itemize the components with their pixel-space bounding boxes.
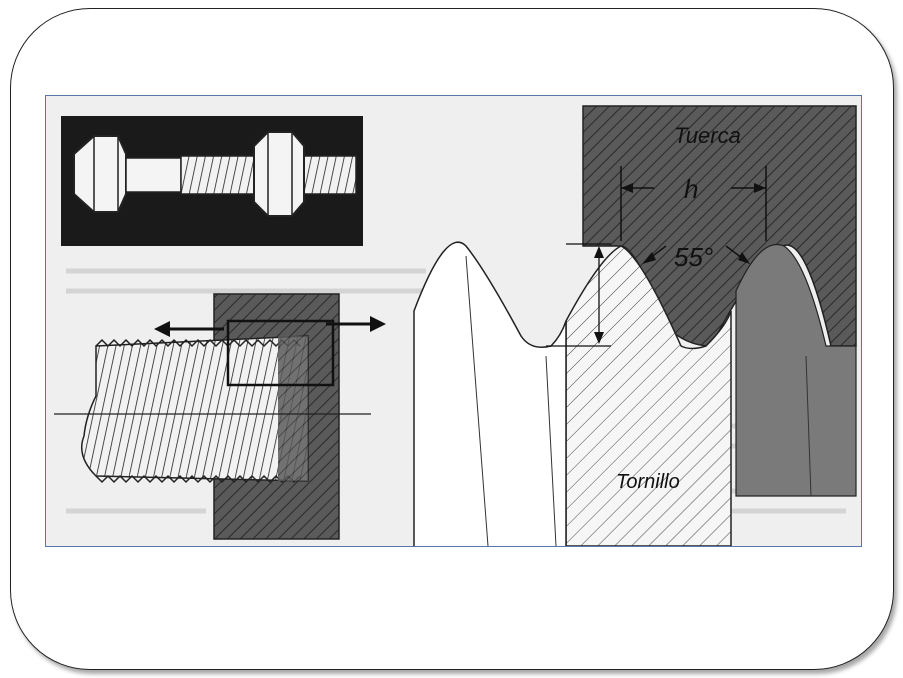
- thread-diagram: Tuerca h 55° Tornillo: [45, 95, 862, 547]
- angle-label: 55°: [674, 242, 713, 272]
- bolt-label: Tornillo: [616, 471, 680, 493]
- rod-and-nut-section: [54, 293, 386, 540]
- thread-profile: [413, 105, 857, 546]
- bolt-nut-inset: [61, 116, 363, 246]
- thread-diagram-svg: Tuerca h 55° Tornillo: [54, 105, 857, 546]
- height-label: h: [684, 174, 698, 204]
- nut-label: Tuerca: [674, 123, 741, 148]
